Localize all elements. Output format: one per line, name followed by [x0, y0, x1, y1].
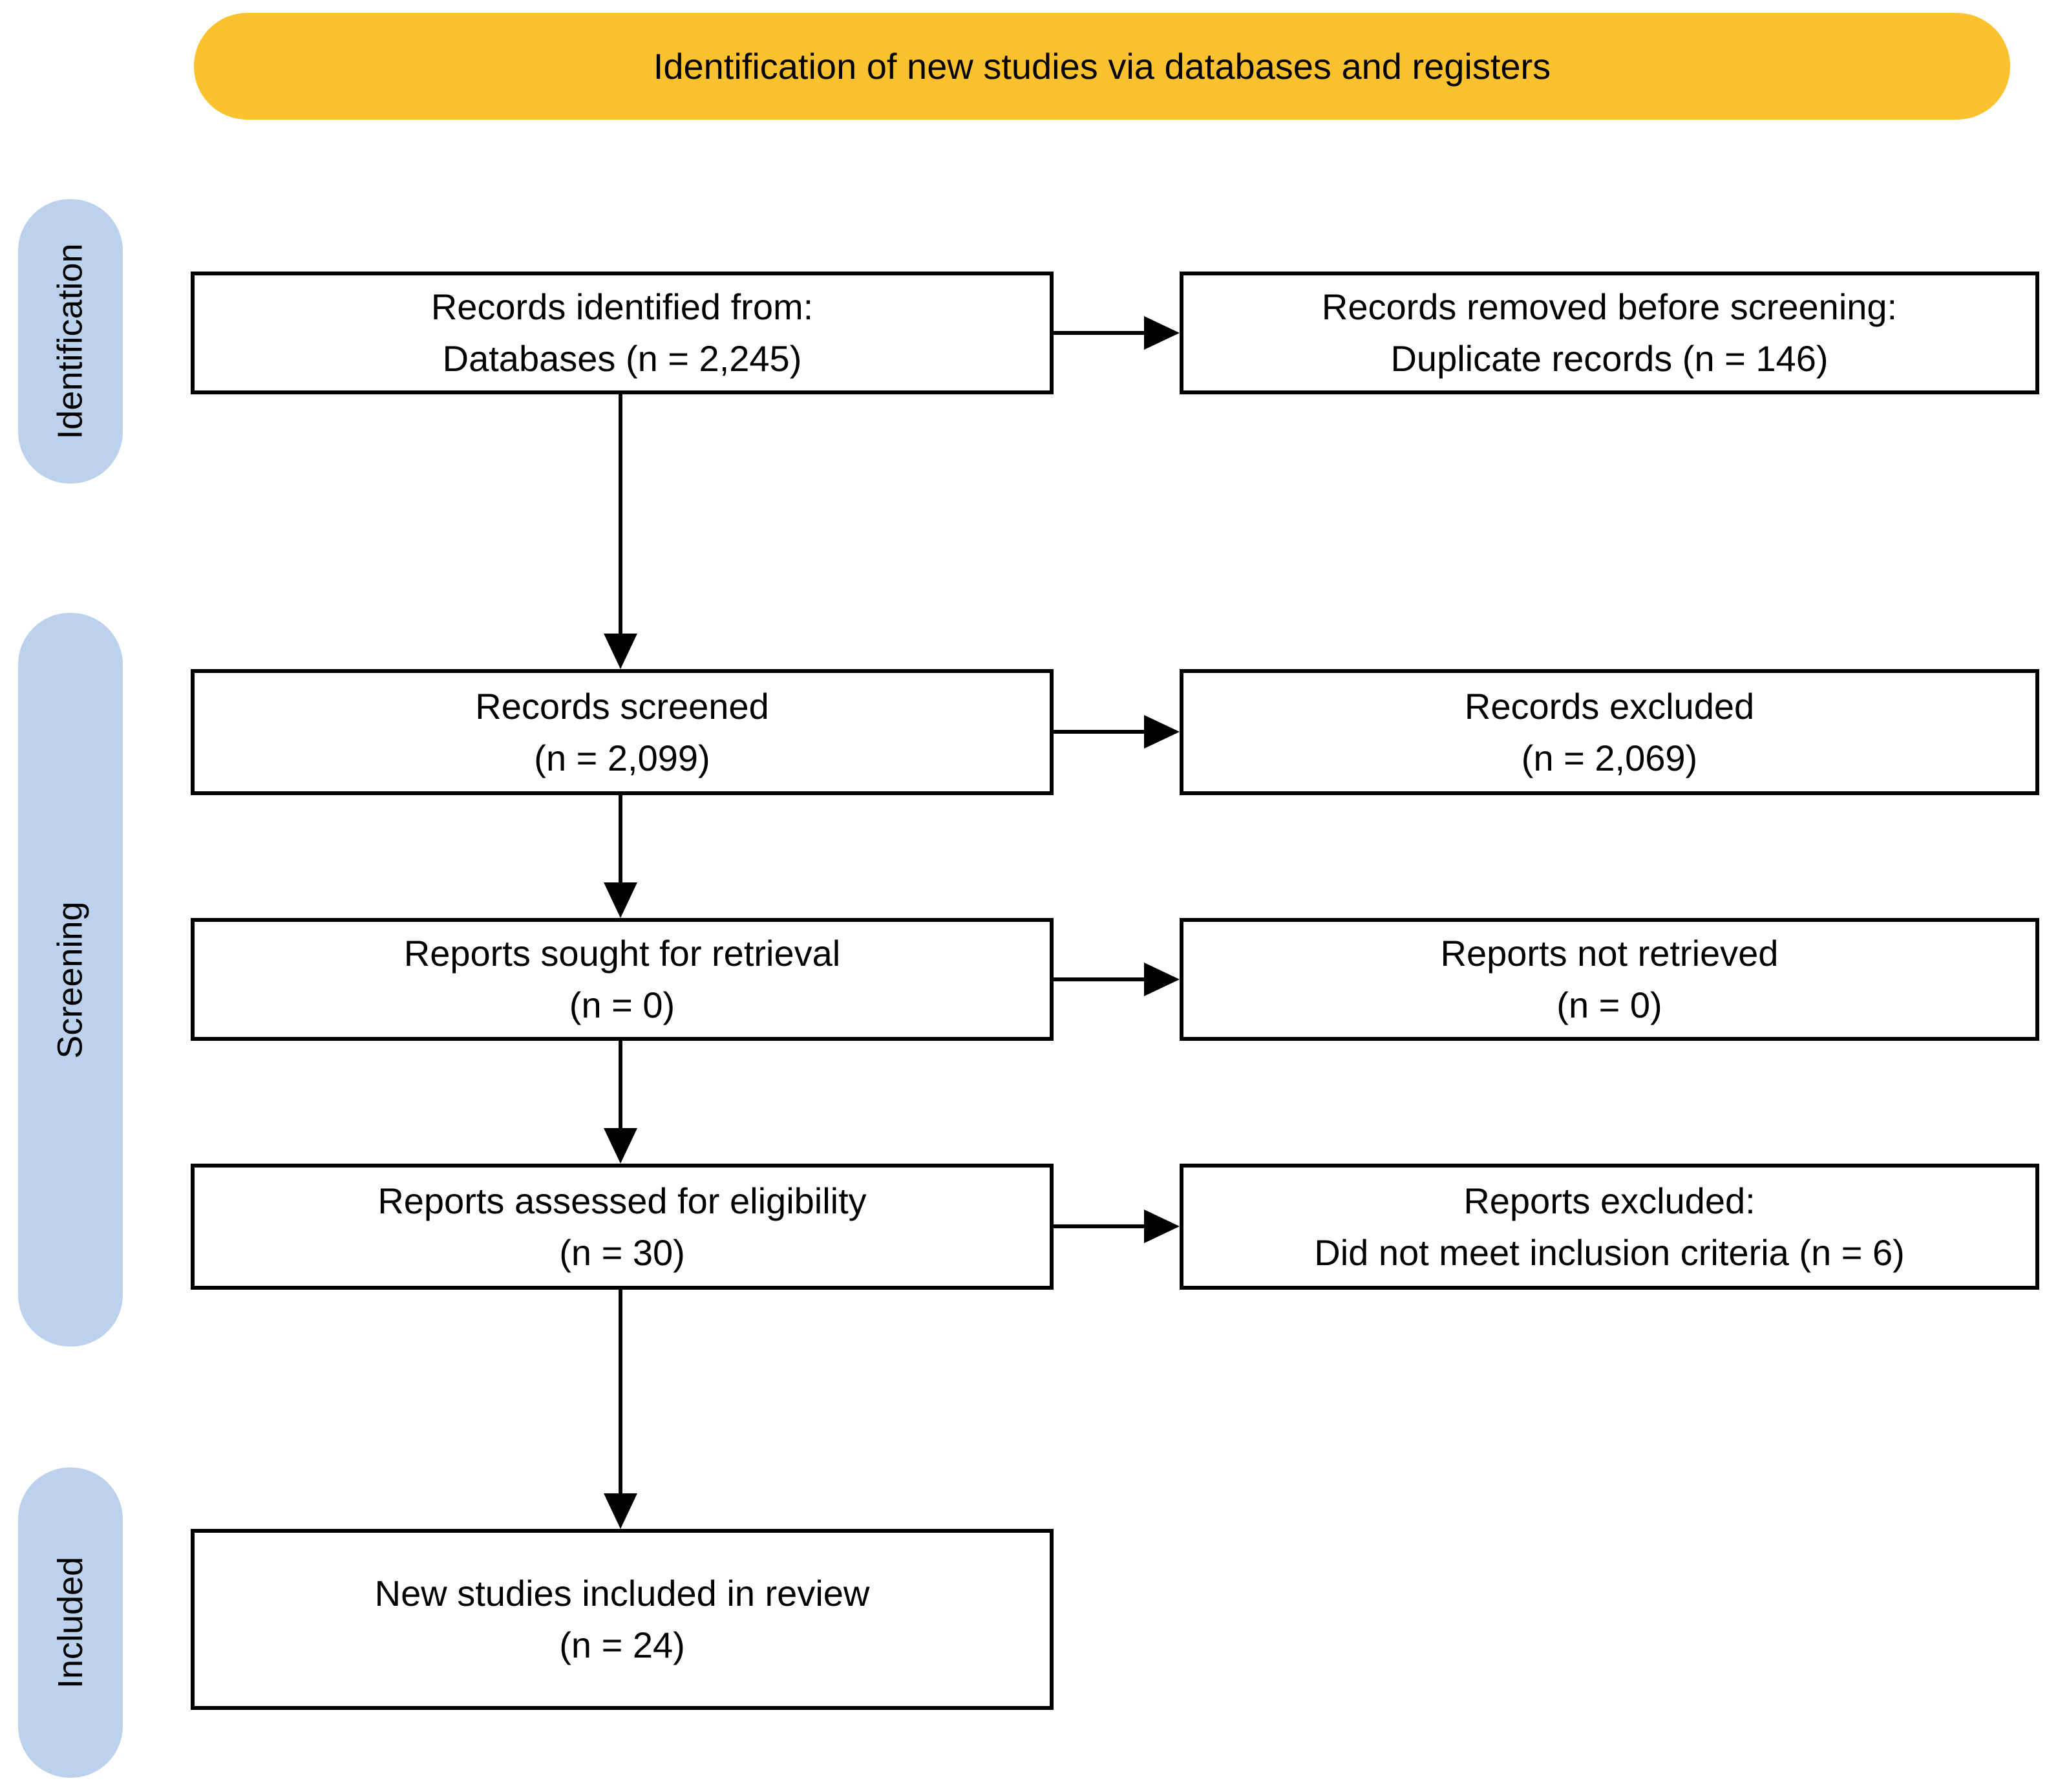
- arrowhead-right-icon: [1144, 1210, 1180, 1243]
- box-records-screened-line2: (n = 2,099): [534, 737, 710, 778]
- stage-label-identification: Identification: [51, 243, 90, 440]
- arrow-line: [619, 394, 622, 634]
- arrowhead-right-icon: [1144, 715, 1180, 749]
- box-reports-assessed-line1: Reports assessed for eligibility: [377, 1180, 867, 1221]
- box-records-removed-line1: Records removed before screening:: [1321, 286, 1898, 327]
- banner-title: Identification of new studies via databa…: [653, 46, 1551, 87]
- arrowhead-down-icon: [604, 882, 637, 918]
- box-records-excluded: Records excluded (n = 2,069): [1180, 669, 2039, 795]
- arrowhead-right-icon: [1144, 316, 1180, 350]
- box-records-identified: Records identified from: Databases (n = …: [191, 272, 1054, 394]
- arrow-line: [1054, 1224, 1144, 1228]
- box-records-removed-line2: Duplicate records (n = 146): [1390, 338, 1829, 379]
- box-records-screened: Records screened (n = 2,099): [191, 669, 1054, 795]
- box-reports-assessed: Reports assessed for eligibility (n = 30…: [191, 1164, 1054, 1290]
- box-reports-excluded-line1: Reports excluded:: [1463, 1180, 1755, 1221]
- arrowhead-right-icon: [1144, 963, 1180, 996]
- banner-identification-of-new-studies: Identification of new studies via databa…: [194, 13, 2010, 120]
- box-records-removed: Records removed before screening: Duplic…: [1180, 272, 2039, 394]
- box-reports-not-retrieved-line1: Reports not retrieved: [1440, 933, 1779, 974]
- box-reports-excluded-line2: Did not meet inclusion criteria (n = 6): [1314, 1232, 1905, 1273]
- box-records-identified-line2: Databases (n = 2,245): [442, 338, 802, 379]
- box-new-studies-included: New studies included in review (n = 24): [191, 1529, 1054, 1710]
- box-reports-sought-line1: Reports sought for retrieval: [403, 933, 841, 974]
- box-reports-excluded: Reports excluded: Did not meet inclusion…: [1180, 1164, 2039, 1290]
- stage-label-included: Included: [51, 1556, 90, 1689]
- arrow-line: [619, 1041, 622, 1128]
- box-records-identified-line1: Records identified from:: [430, 286, 814, 327]
- arrowhead-down-icon: [604, 634, 637, 669]
- box-reports-not-retrieved-line2: (n = 0): [1556, 985, 1662, 1025]
- arrow-line: [1054, 977, 1144, 981]
- box-records-excluded-line2: (n = 2,069): [1521, 737, 1698, 778]
- box-records-excluded-line1: Records excluded: [1464, 685, 1755, 727]
- box-reports-not-retrieved: Reports not retrieved (n = 0): [1180, 918, 2039, 1041]
- box-reports-sought: Reports sought for retrieval (n = 0): [191, 918, 1054, 1041]
- arrow-line: [1054, 331, 1144, 335]
- stage-pill-screening: Screening: [18, 613, 123, 1347]
- stage-label-screening: Screening: [51, 901, 90, 1059]
- box-new-studies-included-line1: New studies included in review: [374, 1573, 870, 1614]
- box-records-screened-line1: Records screened: [475, 685, 769, 727]
- box-reports-sought-line2: (n = 0): [569, 985, 675, 1025]
- box-reports-assessed-line2: (n = 30): [559, 1232, 685, 1273]
- stage-pill-included: Included: [18, 1467, 123, 1778]
- box-new-studies-included-line2: (n = 24): [559, 1625, 685, 1665]
- arrow-line: [1054, 730, 1144, 734]
- stage-pill-identification: Identification: [18, 199, 123, 484]
- arrowhead-down-icon: [604, 1493, 637, 1529]
- arrowhead-down-icon: [604, 1128, 637, 1164]
- arrow-line: [619, 1290, 622, 1493]
- arrow-line: [619, 795, 622, 882]
